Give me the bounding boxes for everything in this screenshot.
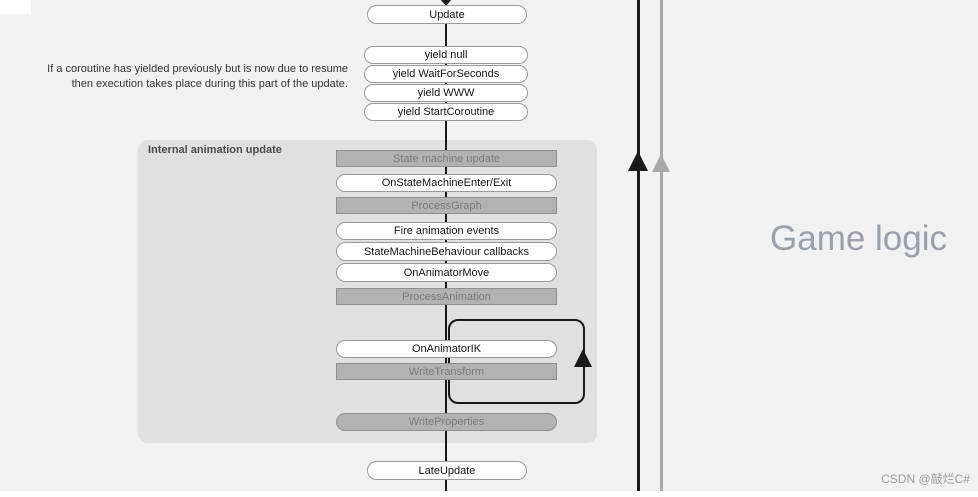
node-lateupdate: LateUpdate — [367, 461, 527, 480]
section-label-game-logic: Game logic — [770, 219, 948, 258]
node-onanimatormove: OnAnimatorMove — [336, 263, 557, 282]
node-onstatemachineenter-exit: OnStateMachineEnter/Exit — [336, 174, 557, 192]
loop-arrow-up-icon — [574, 349, 592, 367]
coroutine-note: If a coroutine has yielded previously bu… — [47, 63, 348, 90]
node-onanimatorik: OnAnimatorIK — [336, 340, 557, 358]
node-fire-animation-events: Fire animation events — [336, 222, 557, 240]
node-processanimation: ProcessAnimation — [336, 288, 557, 305]
node-writetransform: WriteTransform — [336, 363, 557, 380]
arrow-down-icon — [440, 0, 452, 6]
node-yield-www: yield WWW — [364, 84, 528, 102]
node-statemachinebehaviour-callbacks: StateMachineBehaviour callbacks — [336, 242, 557, 261]
frame-loop-line-gray — [660, 0, 663, 491]
page-bottom-background — [0, 491, 978, 497]
black-arrow-up-icon — [628, 151, 648, 171]
node-writeproperties: WriteProperties — [336, 413, 557, 431]
frame-loop-line-black — [637, 0, 640, 491]
animator-ik-loop-path — [448, 319, 585, 404]
panel-title: Internal animation update — [148, 144, 282, 156]
node-update: Update — [367, 5, 527, 24]
node-state-machine-update: State machine update — [336, 150, 557, 167]
gray-arrow-up-icon — [652, 154, 670, 172]
node-yield-null: yield null — [364, 46, 528, 64]
node-yield-waitforseconds: yield WaitForSeconds — [364, 65, 528, 83]
csdn-watermark: CSDN @敲烂C# — [881, 472, 970, 486]
node-processgraph: ProcessGraph — [336, 197, 557, 214]
node-yield-startcoroutine: yield StartCoroutine — [364, 103, 528, 121]
page-corner-background — [0, 0, 31, 14]
